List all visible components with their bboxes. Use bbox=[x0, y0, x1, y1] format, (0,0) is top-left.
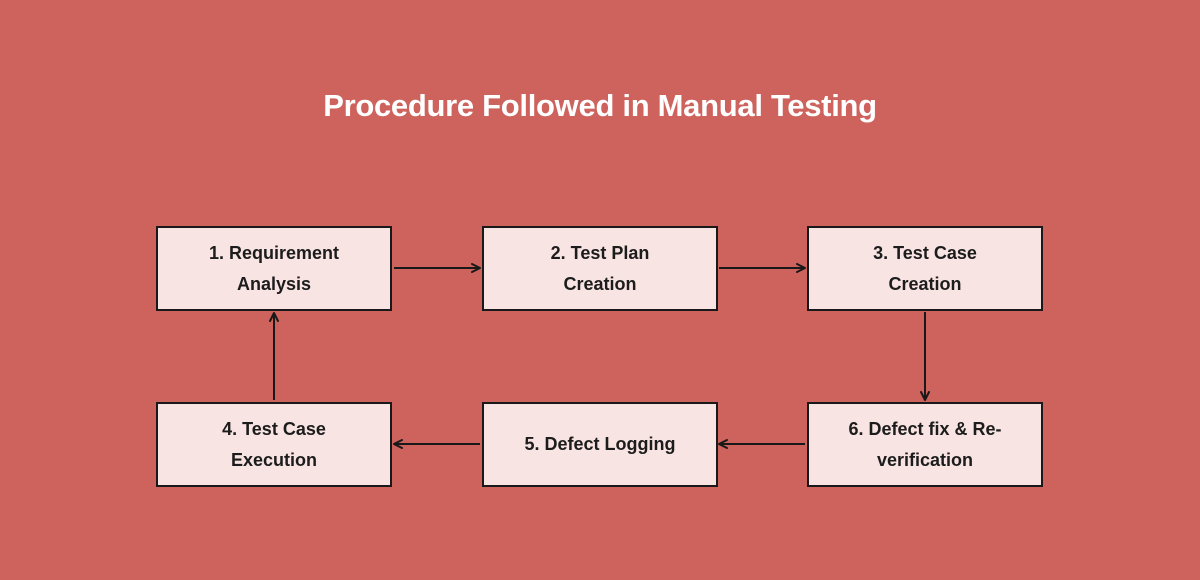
flow-step-defect-fix-reverification: 6. Defect fix & Re- verification bbox=[807, 402, 1043, 487]
flow-step-test-case-execution: 4. Test Case Execution bbox=[156, 402, 392, 487]
flow-step-label: Creation bbox=[563, 273, 637, 294]
flow-step-label: 3. Test Case bbox=[873, 242, 977, 263]
flow-step-label: Execution bbox=[230, 449, 318, 470]
flow-step-test-plan-creation: 2. Test Plan Creation bbox=[482, 226, 718, 311]
flow-step-label: 2. Test Plan bbox=[550, 242, 650, 263]
page-title: Procedure Followed in Manual Testing bbox=[323, 88, 877, 123]
flow-step-defect-logging: 5. Defect Logging bbox=[482, 402, 718, 487]
flow-step-label: 5. Defect Logging bbox=[524, 434, 676, 454]
flow-step-label: 4. Test Case bbox=[222, 418, 326, 439]
flow-step-label: 6. Defect fix & Re- bbox=[848, 418, 1002, 439]
flow-step-test-case-creation: 3. Test Case Creation bbox=[807, 226, 1043, 311]
flow-step-label: 1. Requirement bbox=[208, 242, 340, 263]
flow-step-label: Analysis bbox=[236, 273, 312, 294]
flow-step-label: Creation bbox=[888, 273, 962, 294]
flow-step-requirement-analysis: 1. Requirement Analysis bbox=[156, 226, 392, 311]
flow-step-label: verification bbox=[876, 449, 974, 470]
